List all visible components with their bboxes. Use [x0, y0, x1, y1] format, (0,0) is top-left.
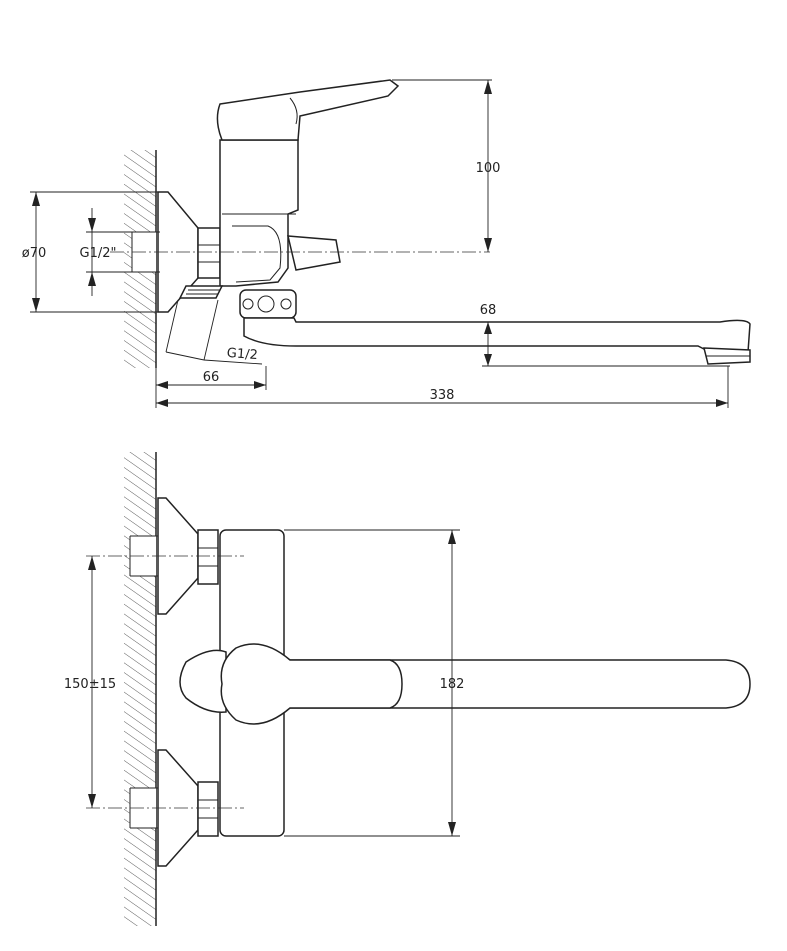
side-view	[110, 79, 751, 368]
top-view	[86, 452, 751, 926]
wall-top	[124, 452, 157, 926]
dim-thread-wall: G1/2"	[80, 246, 117, 261]
dim-handle-height: 100	[476, 161, 501, 176]
dim-flange-diameter: ø70	[22, 246, 47, 261]
dim-total-length: 338	[430, 388, 455, 403]
hex-nut-side	[197, 227, 221, 279]
top-dimensions: 150±15 182	[64, 529, 465, 837]
swivel-ring	[239, 289, 297, 319]
spout-side	[243, 317, 751, 353]
dim-inlet-spacing: 150±15	[64, 677, 116, 692]
aerator	[703, 347, 751, 365]
dim-thread-outlet: G1/2	[226, 346, 258, 363]
dim-body-height: 182	[440, 677, 465, 692]
spout-top	[289, 659, 751, 709]
mixer-body-side	[219, 139, 299, 287]
lever-top	[220, 643, 403, 725]
side-dimensions: 100 ø70 G1/2" 68 G1/2 66	[22, 79, 730, 408]
threaded-outlet	[178, 285, 224, 299]
diverter-side	[287, 235, 341, 271]
dim-outlet-offset: 66	[203, 370, 220, 385]
diverter-top	[179, 649, 227, 713]
dim-spout-drop: 68	[480, 303, 497, 318]
lever-handle-side	[216, 79, 400, 141]
